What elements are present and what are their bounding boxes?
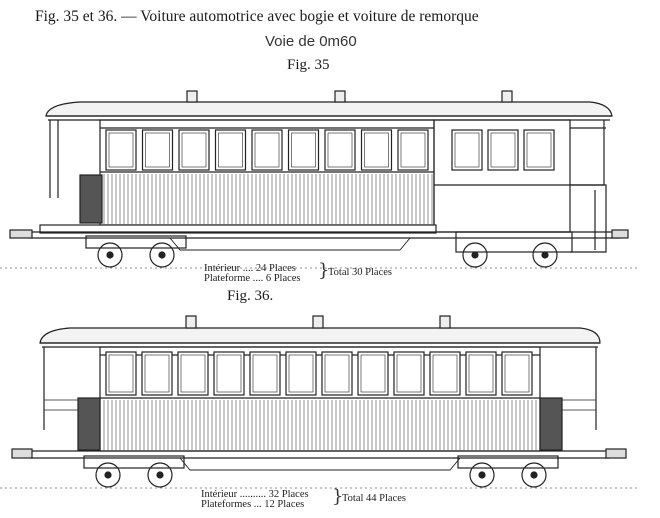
fig36-trailer-car-drawing bbox=[0, 315, 640, 489]
fig35-cab-window bbox=[523, 129, 555, 171]
fig35-cab-windows bbox=[451, 129, 555, 171]
fig35-motor-car-drawing bbox=[0, 90, 640, 269]
fig36-window-pane bbox=[252, 354, 278, 393]
fig36-window bbox=[393, 351, 425, 396]
fig36-window bbox=[177, 351, 209, 396]
fig36-window bbox=[141, 351, 173, 396]
fig35-window-pane bbox=[145, 132, 170, 168]
fig36-label: Fig. 36. bbox=[227, 288, 274, 304]
gauge-label: Voie de 0m60 bbox=[265, 33, 357, 50]
fig36-window bbox=[321, 351, 353, 396]
fig36-window-pane bbox=[108, 354, 134, 393]
fig36-window bbox=[213, 351, 245, 396]
fig35-window bbox=[105, 129, 137, 171]
fig35-window-pane bbox=[108, 132, 134, 168]
fig36-window bbox=[249, 351, 281, 396]
fig35-side-boarding bbox=[103, 174, 433, 224]
fig35-window-pane bbox=[291, 132, 316, 168]
fig36-brace: } bbox=[332, 486, 344, 507]
fig36-interieur-caption: Intérieur .......... 32 Places bbox=[201, 489, 309, 500]
fig35-window bbox=[141, 129, 174, 171]
fig36-window-pane bbox=[180, 354, 206, 393]
fig36-window bbox=[465, 351, 497, 396]
fig36-window-pane bbox=[432, 354, 458, 393]
fig35-window bbox=[214, 129, 247, 171]
fig35-window bbox=[178, 129, 210, 171]
fig36-window bbox=[501, 351, 533, 396]
fig35-window-pane bbox=[218, 132, 243, 168]
fig35-cab-window-pane bbox=[490, 132, 516, 168]
fig35-cab-window-pane bbox=[526, 132, 552, 168]
fig36-window bbox=[105, 351, 137, 396]
fig36-window-pane bbox=[504, 354, 530, 393]
fig35-cab-window bbox=[487, 129, 519, 171]
fig35-cab-window bbox=[451, 129, 483, 171]
fig36-side-boarding bbox=[103, 400, 537, 450]
fig36-window bbox=[357, 351, 389, 396]
fig35-label: Fig. 35 bbox=[287, 57, 330, 73]
fig36-window-pane bbox=[288, 354, 314, 393]
fig35-cab-window-pane bbox=[454, 132, 480, 168]
fig36-window-pane bbox=[144, 354, 170, 393]
fig36-window bbox=[285, 351, 317, 396]
fig35-brace: } bbox=[318, 260, 330, 281]
fig35-plateforme-caption: Plateforme .... 6 Places bbox=[204, 273, 301, 284]
fig36-plateformes-caption: Plateformes ... 12 Places bbox=[201, 499, 305, 510]
fig35-window bbox=[397, 129, 429, 171]
fig36-passenger-windows bbox=[105, 351, 533, 396]
fig35-window-pane bbox=[364, 132, 389, 168]
fig35-window-pane bbox=[254, 132, 280, 168]
fig35-window-pane bbox=[181, 132, 207, 168]
fig36-window-pane bbox=[324, 354, 350, 393]
fig35-passenger-windows bbox=[105, 129, 429, 171]
fig35-window bbox=[251, 129, 283, 171]
fig36-window-pane bbox=[360, 354, 386, 393]
fig35-interieur-caption: Intérieur .... 24 Places bbox=[204, 263, 296, 274]
fig35-window bbox=[287, 129, 320, 171]
fig36-window bbox=[429, 351, 461, 396]
fig36-window-pane bbox=[216, 354, 242, 393]
fig35-total-caption: Total 30 Places bbox=[328, 267, 392, 278]
fig35-window bbox=[324, 129, 356, 171]
fig36-window-pane bbox=[396, 354, 422, 393]
fig36-window-pane bbox=[468, 354, 494, 393]
figure-title: Fig. 35 et 36. — Voiture automotrice ave… bbox=[35, 8, 479, 25]
fig35-window-pane bbox=[327, 132, 353, 168]
fig35-window bbox=[360, 129, 393, 171]
fig36-total-caption: Total 44 Places bbox=[342, 493, 406, 504]
fig35-window-pane bbox=[400, 132, 426, 168]
